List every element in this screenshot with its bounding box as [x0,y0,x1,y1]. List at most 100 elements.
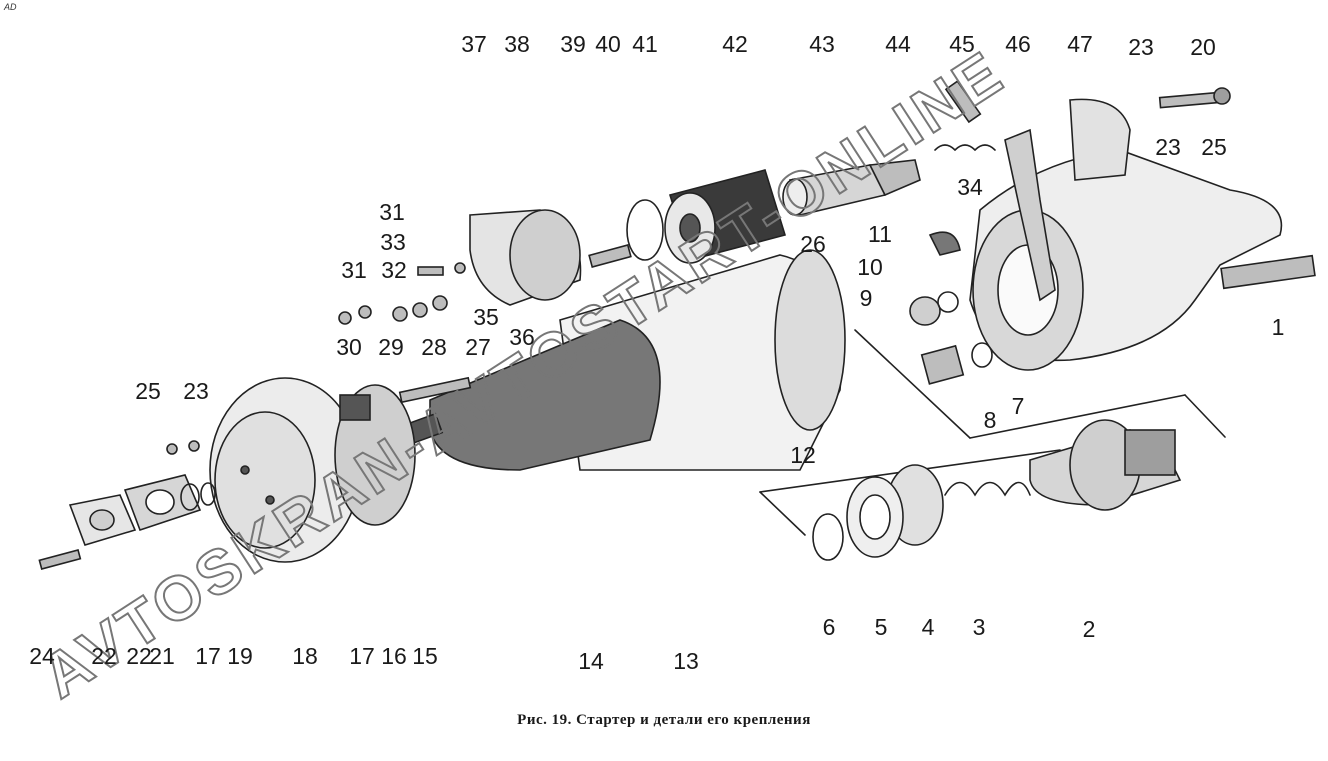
washer [200,482,216,506]
part-number-label: 33 [380,229,406,255]
part-number-label: 35 [473,304,499,330]
lock-ring [812,513,844,561]
part-number-label: 25 [135,378,161,404]
guide-line [854,329,971,439]
stud-bolt [1220,254,1316,290]
part-number-label: 31 [341,257,367,283]
part-number-label: 8 [984,407,997,433]
washer [188,440,200,452]
part-number-label: 3 [973,614,986,640]
nut [338,311,352,325]
screw [944,80,982,124]
end-cover [209,377,361,563]
gasket [123,474,202,532]
part-number-label: 24 [29,643,55,669]
screw [588,244,632,268]
part-number-label: 25 [1201,134,1227,160]
guide-line [1184,394,1226,438]
nut [412,302,428,318]
nut [358,305,372,319]
part-number-label: 21 [149,643,175,669]
watermark: AVTOSKRAN-AVTOSTART-ONLINE [30,38,1017,712]
figure-caption: Рис. 19. Стартер и детали его крепления [517,712,811,728]
bolt [1158,87,1231,109]
guide-line [969,394,1186,439]
washer [971,342,993,368]
part-number-label: 12 [790,442,816,468]
contact-cover [469,209,582,306]
part-number-label: 42 [722,31,748,57]
part-number-label: 5 [875,614,888,640]
cap-plate [68,494,137,546]
part-number-label: 26 [800,231,826,257]
part-number-label: 23 [1128,34,1154,60]
part-number-label: 18 [292,643,318,669]
drive-pinion [1029,419,1182,511]
part-number-label: 43 [809,31,835,57]
washer [937,291,959,313]
part-number-label: 27 [465,334,491,360]
nut [432,295,448,311]
part-number-label: 2 [1083,616,1096,642]
screw [398,376,472,404]
spring [934,144,996,152]
nut [392,306,408,322]
screw [417,266,444,276]
part-number-label: 28 [421,334,447,360]
solenoid [664,169,787,264]
nut [454,262,466,274]
part-number-label: 17 [349,643,375,669]
part-number-label: 19 [227,643,253,669]
part-number-label: 36 [509,324,535,350]
part-number-label: 39 [560,31,586,57]
bushing [920,344,965,385]
part-number-label: 15 [412,643,438,669]
part-number-label: 40 [595,31,621,57]
part-number-label: 13 [673,648,699,674]
part-number-label: 1 [1272,314,1285,340]
washer [180,483,200,511]
o-ring [626,199,664,261]
part-number-label: 9 [860,285,873,311]
plunger [782,159,921,216]
part-number-label: 23 [1155,134,1181,160]
part-number-label: 47 [1067,31,1093,57]
part-number-label: 37 [461,31,487,57]
part-number-label: 44 [885,31,911,57]
part-number-label: 22 [126,643,152,669]
part-number-label: 45 [949,31,975,57]
part-number-label: 7 [1012,393,1025,419]
part-number-label: 11 [868,221,892,247]
part-number-label: 14 [578,648,604,674]
screw [38,549,82,571]
part-number-label: 29 [378,334,404,360]
drive-housing [969,98,1283,371]
bushing [928,231,961,256]
part-number-label: 23 [183,378,209,404]
part-number-label: 41 [632,31,658,57]
part-number-label: 4 [922,614,935,640]
spring [944,481,1031,497]
part-number-label: 6 [823,614,836,640]
corner-mark: AD [4,2,17,12]
guide-line [759,491,806,536]
washer-hole [859,494,891,540]
brush-holder [334,384,416,526]
part-number-label: 16 [381,643,407,669]
part-number-label: 32 [381,257,407,283]
part-number-label: 31 [379,199,405,225]
part-number-label: 34 [957,174,983,200]
drive-lever [1004,128,1056,302]
part-number-label: 46 [1005,31,1031,57]
washer [166,443,178,455]
part-number-label: 17 [195,643,221,669]
part-number-label: 30 [336,334,362,360]
bushing [909,296,941,326]
part-number-label: 10 [857,254,883,280]
part-number-label: 20 [1190,34,1216,60]
part-number-label: 22 [91,643,117,669]
part-number-label: 38 [504,31,530,57]
